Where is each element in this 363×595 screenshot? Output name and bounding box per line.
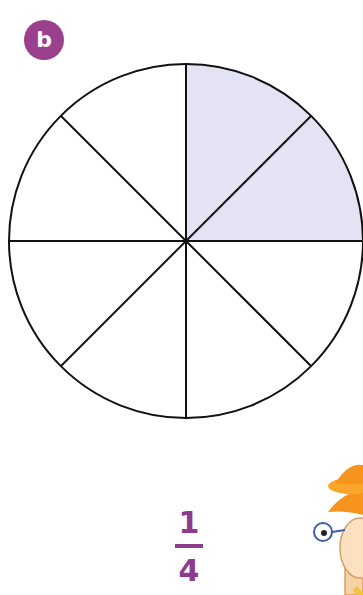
divider-line bbox=[61, 116, 311, 366]
fraction-bar bbox=[175, 544, 203, 548]
divider-line bbox=[61, 116, 311, 366]
cartoon-character bbox=[314, 465, 363, 595]
fraction-number: 1 bbox=[179, 508, 200, 538]
section-badge: b bbox=[24, 20, 64, 60]
badge-letter: b bbox=[36, 29, 52, 51]
circle-outline bbox=[9, 64, 363, 418]
fraction-number: 4 bbox=[179, 556, 200, 586]
